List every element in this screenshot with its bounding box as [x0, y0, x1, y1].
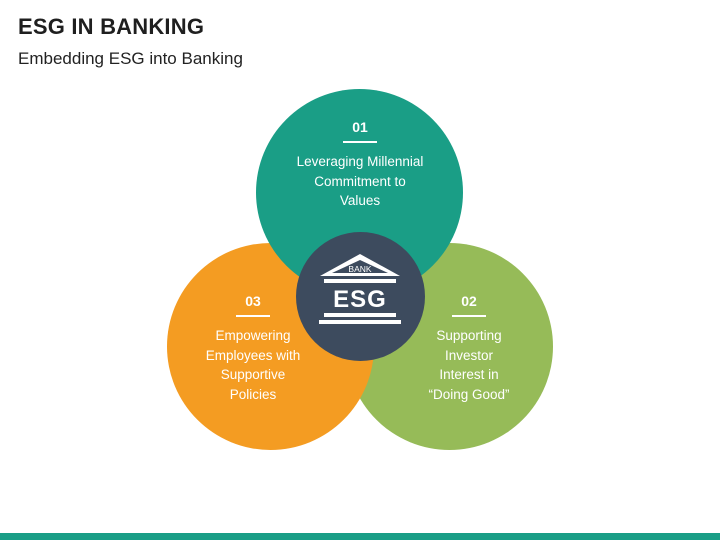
item-01-line: Commitment to [314, 173, 406, 189]
bank-label: BANK [348, 264, 371, 274]
bank-roof-inner [332, 260, 388, 273]
item-03-line: Empowering [215, 328, 291, 343]
item-02-divider [452, 315, 486, 317]
item-02-number: 02 [461, 293, 477, 309]
bottom-accent-bar [0, 533, 720, 540]
bank-beam [324, 279, 396, 283]
item-02-line: “Doing Good” [428, 386, 510, 402]
bank-icon: BANK ESG [319, 254, 401, 324]
item-01: 01 Leveraging Millennial Commitment to V… [273, 119, 447, 211]
item-03-divider [236, 315, 270, 317]
item-03-number: 03 [245, 293, 261, 309]
item-03: 03 Empowering Employees with Supportive … [190, 293, 316, 404]
item-01-line: Values [339, 193, 381, 208]
item-03-line: Policies [229, 386, 277, 402]
center-circle [296, 232, 425, 361]
item-03-text: Empowering Employees with Supportive Pol… [190, 326, 316, 404]
bank-step-bottom [319, 320, 401, 324]
item-03-line: Employees with [205, 347, 301, 363]
item-01-divider [343, 141, 377, 143]
esg-label: ESG [333, 286, 387, 313]
item-02-line: Interest in [439, 367, 499, 382]
item-02-line: Investor [444, 347, 494, 363]
item-02: 02 Supporting Investor Interest in “Doin… [410, 293, 528, 404]
item-02-line: Supporting [436, 328, 502, 343]
page-title: ESG IN BANKING [18, 14, 205, 39]
item-01-line: Leveraging Millennial [296, 154, 424, 169]
item-01-number: 01 [352, 119, 368, 135]
bank-step-top [324, 313, 396, 317]
page-subtitle: Embedding ESG into Banking [18, 49, 243, 68]
item-02-text: Supporting Investor Interest in “Doing G… [410, 326, 528, 404]
item-01-text: Leveraging Millennial Commitment to Valu… [273, 152, 447, 211]
item-03-line: Supportive [220, 367, 286, 382]
